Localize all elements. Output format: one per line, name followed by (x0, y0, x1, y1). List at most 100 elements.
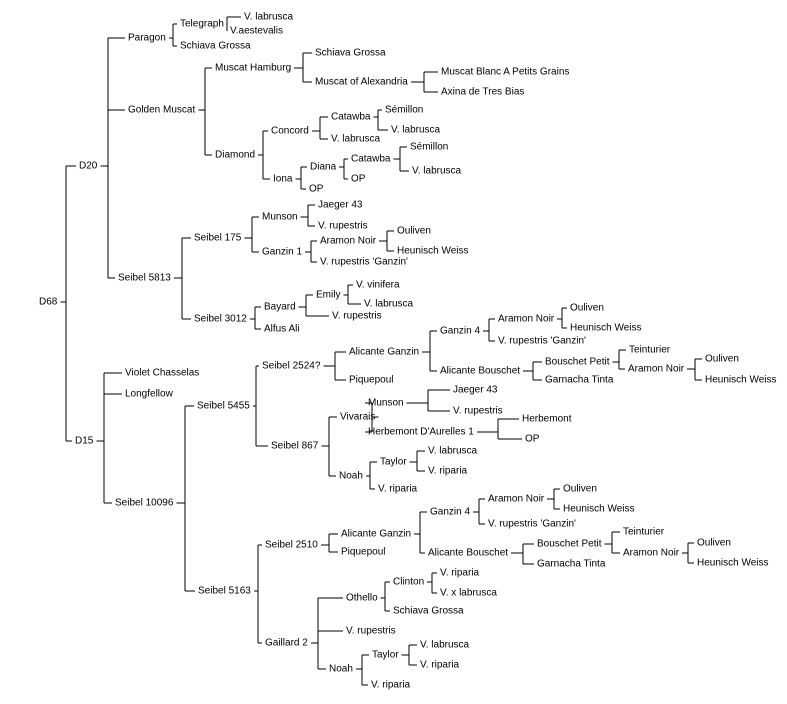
node-alicante-ganzin: Alicante Ganzin (341, 529, 411, 540)
node-seibel-5813: Seibel 5813 (118, 273, 171, 284)
node-paragon: Paragon (128, 33, 166, 44)
node-seibel-5163: Seibel 5163 (198, 586, 251, 597)
node-v-riparia: V. riparia (378, 484, 418, 495)
node-seibel-5455: Seibel 5455 (197, 401, 250, 412)
node-d20: D20 (79, 161, 98, 172)
node-v-labrusca: V. labrusca (331, 134, 381, 145)
node-alicante-bouschet: Alicante Bouschet (428, 548, 508, 559)
node-heunisch-weiss: Heunisch Weiss (570, 323, 642, 334)
node-v-labrusca: V. labrusca (244, 12, 294, 23)
node-aramon-noir: Aramon Noir (488, 494, 545, 505)
node-telegraph: Telegraph (180, 19, 224, 30)
node-herbemont: Herbemont (522, 414, 572, 425)
node-axina-de-tres-bias: Axina de Tres Bias (441, 87, 524, 98)
node-semillon: Sémillon (410, 142, 448, 153)
node-seibel-867: Seibel 867 (271, 441, 319, 452)
node-v-rupestris: V. rupestris (346, 626, 396, 637)
node-v-riparia: V. riparia (440, 568, 480, 579)
node-seibel-2524: Seibel 2524? (262, 361, 321, 372)
node-ganzin-4: Ganzin 4 (430, 507, 470, 518)
node-longfellow: Longfellow (125, 389, 174, 400)
node-v-rupestris-ganzin: V. rupestris 'Ganzin' (488, 519, 576, 530)
node-alfus-ali: Alfus Ali (264, 324, 300, 335)
node-catawba: Catawba (331, 112, 371, 123)
node-jaeger-43: Jaeger 43 (318, 200, 363, 211)
node-othello: Othello (346, 593, 378, 604)
node-seibel-3012: Seibel 3012 (194, 314, 247, 325)
node-heunisch-weiss: Heunisch Weiss (397, 246, 469, 257)
node-d15: D15 (75, 436, 94, 447)
node-seibel-2510: Seibel 2510 (265, 540, 318, 551)
node-gaillard-2: Gaillard 2 (265, 638, 308, 649)
node-emily: Emily (316, 290, 340, 301)
node-schiava-grossa: Schiava Grossa (393, 606, 464, 617)
node-op: OP (351, 174, 366, 185)
node-concord: Concord (271, 126, 309, 137)
node-taylor: Taylor (380, 457, 407, 468)
node-aramon-noir: Aramon Noir (498, 314, 555, 325)
node-op: OP (525, 434, 540, 445)
node-bouschet-petit: Bouschet Petit (545, 357, 610, 368)
node-muscat-blanc-a-petits-grains: Muscat Blanc A Petits Grains (441, 67, 569, 78)
node-piquepoul: Piquepoul (349, 375, 393, 386)
node-v-labrusca: V. labrusca (420, 640, 470, 651)
node-garnacha-tinta: Garnacha Tinta (537, 559, 606, 570)
node-v-riparia: V. riparia (428, 466, 468, 477)
node-heunisch-weiss: Heunisch Weiss (563, 504, 635, 515)
node-ouliven: Ouliven (705, 354, 739, 365)
node-ganzin-4: Ganzin 4 (440, 326, 480, 337)
node-ouliven: Ouliven (697, 538, 731, 549)
node-alicante-ganzin: Alicante Ganzin (349, 347, 419, 358)
node-heunisch-weiss: Heunisch Weiss (697, 558, 769, 569)
node-schiava-grossa: Schiava Grossa (315, 48, 386, 59)
node-golden-muscat: Golden Muscat (128, 105, 195, 116)
node-iona: Iona (273, 174, 293, 185)
node-aramon-noir: Aramon Noir (320, 236, 377, 247)
node-ouliven: Ouliven (570, 303, 604, 314)
node-v-labrusca: V. labrusca (364, 299, 414, 310)
node-v-riparia: V. riparia (371, 680, 411, 691)
node-v-labrusca: V. labrusca (412, 166, 462, 177)
node-v-rupestris: V. rupestris (332, 311, 382, 322)
node-catawba: Catawba (351, 154, 391, 165)
node-clinton: Clinton (393, 577, 424, 588)
node-diana: Diana (310, 162, 337, 173)
node-noah: Noah (329, 664, 353, 675)
node-heunisch-weiss: Heunisch Weiss (705, 375, 777, 386)
node-jaeger-43: Jaeger 43 (453, 385, 498, 396)
node-taylor: Taylor (372, 650, 399, 661)
node-v-x-labrusca: V. x labrusca (440, 588, 497, 599)
node-violet-chasselas: Violet Chasselas (125, 368, 199, 379)
node-piquepoul: Piquepoul (341, 547, 385, 558)
node-teinturier: Teinturier (629, 345, 671, 356)
node-semillon: Sémillon (385, 105, 423, 116)
node-d68: D68 (39, 297, 58, 308)
node-bouschet-petit: Bouschet Petit (537, 539, 602, 550)
node-v-rupestris: V. rupestris (453, 406, 503, 417)
node-munson: Munson (262, 212, 298, 223)
node-ouliven: Ouliven (563, 484, 597, 495)
node-alicante-bouschet: Alicante Bouschet (440, 366, 520, 377)
node-ouliven: Ouliven (397, 226, 431, 237)
node-ganzin-1: Ganzin 1 (262, 247, 302, 258)
node-v-labrusca: V. labrusca (428, 446, 478, 457)
node-v-riparia: V. riparia (420, 660, 460, 671)
node-v-aestevalis: V.aestevalis (230, 26, 283, 37)
node-teinturier: Teinturier (623, 527, 665, 538)
node-seibel-10096: Seibel 10096 (115, 498, 174, 509)
node-v-vinifera: V. vinifera (356, 280, 400, 291)
node-v-rupestris: V. rupestris (318, 221, 368, 232)
node-muscat-of-alexandria: Muscat of Alexandria (315, 77, 408, 88)
node-herbemont-d-aurelles-1: Herbemont D'Aurelles 1 (368, 427, 474, 438)
node-v-rupestris-ganzin: V. rupestris 'Ganzin' (320, 257, 408, 268)
node-v-rupestris-ganzin: V. rupestris 'Ganzin' (498, 336, 586, 347)
node-munson: Munson (368, 398, 404, 409)
node-muscat-hamburg: Muscat Hamburg (215, 63, 291, 74)
node-schiava-grossa: Schiava Grossa (180, 41, 251, 52)
node-noah: Noah (339, 471, 363, 482)
node-op: OP (309, 184, 324, 195)
node-aramon-noir: Aramon Noir (628, 364, 685, 375)
node-v-labrusca: V. labrusca (391, 125, 441, 136)
node-diamond: Diamond (215, 150, 255, 161)
